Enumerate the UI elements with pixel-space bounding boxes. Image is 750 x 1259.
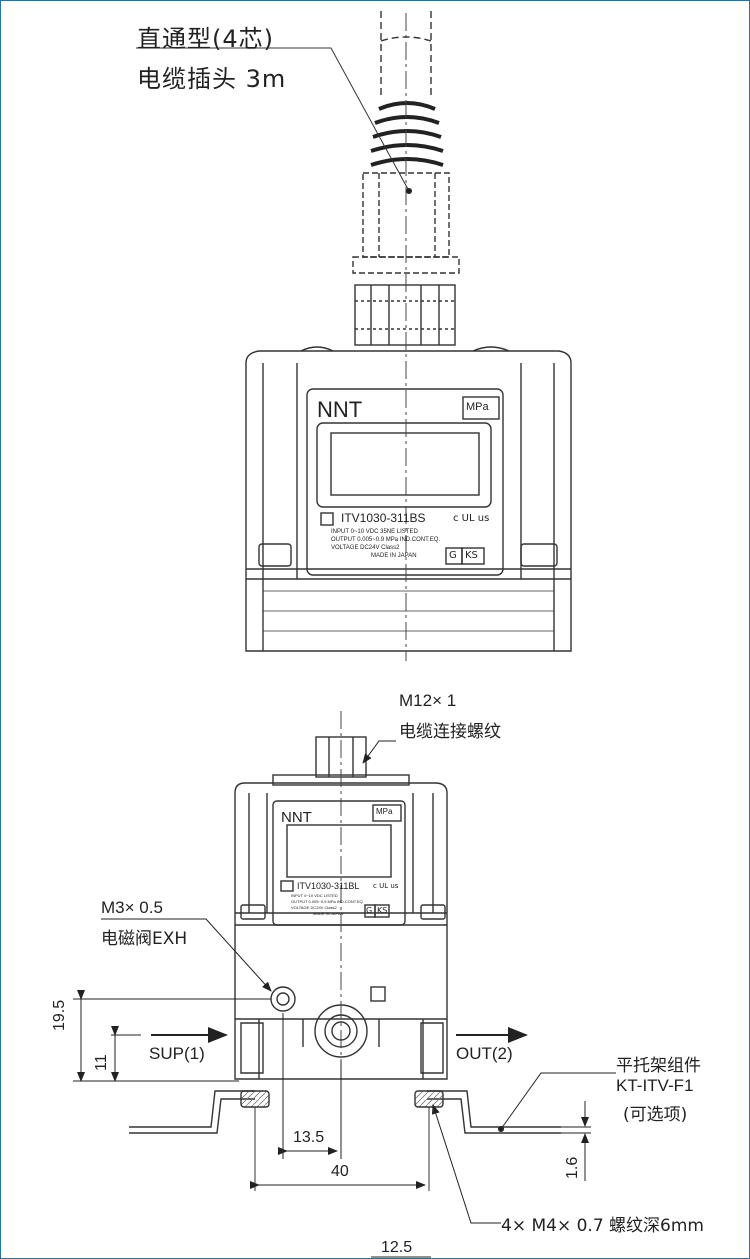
spec-row: OUTPUT 0.005~0.9 MPa IND.CONT.EQ. — [331, 537, 441, 543]
spec-row: OUTPUT 0.005~0.9 MPa IND.CONT.EQ. — [291, 899, 364, 904]
thread-label-line2: 电缆连接螺纹 — [399, 722, 501, 742]
front-brand: NNT — [281, 809, 312, 826]
front-g-mark: G — [366, 906, 373, 915]
sup-port-label: SUP(1) — [149, 1044, 205, 1063]
front-spec-table: INPUT 0~10 VDC LISTED OUTPUT 0.005~0.9 M… — [291, 893, 381, 917]
bracket-label-line1: 平托架组件 — [616, 1056, 701, 1076]
connector-nut — [354, 284, 456, 346]
dim-height-port: 11 — [93, 1054, 110, 1071]
dim-bracket-thickness: 1.6 — [564, 1156, 581, 1179]
top-brand: NNT — [317, 397, 363, 422]
top-model: ITV1030-311BS — [341, 511, 426, 525]
front-ks-mark: KS — [377, 906, 388, 915]
top-cert-mark: c UL us — [453, 513, 490, 524]
cable-bellows — [370, 101, 444, 167]
thread-label-line1: M12× 1 — [399, 691, 457, 710]
bracket-label-line2: KT-ITV-F1 — [616, 1076, 694, 1095]
screw-label: 4× M4× 0.7 螺纹深6mm — [501, 1216, 704, 1236]
exh-label-line2: 电磁阀EXH — [101, 929, 188, 949]
top-body — [245, 346, 572, 652]
spec-row: INPUT 0~10 VDC 35NE LISTED — [331, 529, 418, 535]
spec-row: INPUT 0~10 VDC LISTED — [291, 893, 338, 898]
front-cert-mark: c UL us — [373, 882, 399, 890]
dimension-lines — [73, 990, 591, 1258]
bracket-label-line3: (可选项) — [623, 1105, 688, 1125]
top-spec-table: INPUT 0~10 VDC 35NE LISTED OUTPUT 0.005~… — [331, 528, 501, 560]
spec-row: MADE IN JAPAN — [371, 553, 417, 559]
dim-height-total: 19.5 — [51, 999, 68, 1031]
dim-bottom: 12.5 — [381, 1239, 413, 1256]
out-port-label: OUT(2) — [456, 1044, 513, 1063]
dim-width-holes: 40 — [331, 1163, 349, 1180]
cable-label-line1: 直通型(4芯) — [137, 25, 274, 53]
top-unit-badge: MPa — [466, 401, 489, 413]
cable-label-line2: 电缆插头 3m — [137, 65, 287, 93]
spec-row: VOLTAGE DC24V Class2 — [331, 545, 400, 551]
spec-row: MADE IN JAPAN — [313, 911, 344, 916]
top-g-mark: G — [449, 550, 457, 561]
front-model: ITV1030-311BL — [297, 881, 360, 891]
top-ks-mark: KS — [465, 550, 478, 561]
front-view — [73, 711, 616, 1258]
exh-label-line1: M3× 0.5 — [101, 898, 163, 917]
dim-offset-port: 13.5 — [293, 1129, 325, 1146]
front-unit-badge: MPa — [376, 807, 393, 816]
front-body — [129, 782, 561, 1191]
top-view — [136, 11, 572, 661]
spec-row: VOLTAGE DC24V Class2 — [291, 905, 337, 910]
